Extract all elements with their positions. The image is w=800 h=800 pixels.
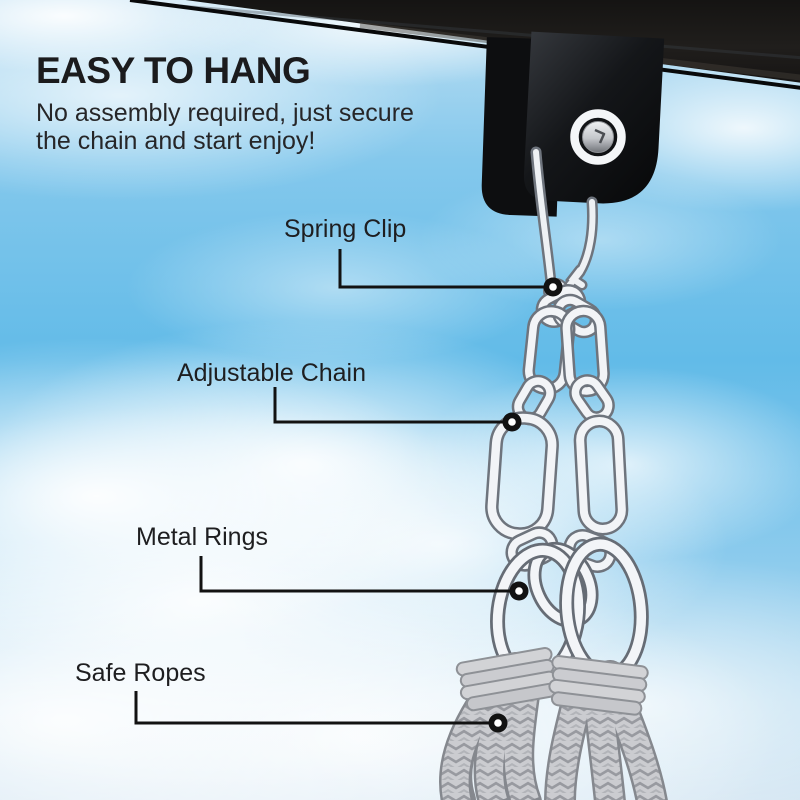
bracket-bolt (570, 109, 626, 165)
page-subtitle: No assembly required, just secure the ch… (36, 99, 414, 155)
rope-knot-left (455, 647, 557, 712)
callout-line-safe-ropes (134, 691, 498, 725)
rope-knot-right (548, 655, 649, 716)
callout-line-adjustable-chain (273, 387, 512, 424)
mounting-bracket (481, 31, 665, 217)
callout-label-metal-rings: Metal Rings (136, 523, 268, 551)
callout-label-spring-clip: Spring Clip (284, 215, 407, 243)
callout-line-spring-clip (338, 249, 553, 289)
safe-ropes (439, 647, 668, 800)
callout-annotations (134, 249, 563, 733)
callout-dot-spring-clip (543, 277, 563, 297)
chain-left (485, 304, 576, 572)
page-subtitle-line1: No assembly required, just secure (36, 99, 414, 127)
callout-dot-metal-rings (509, 581, 529, 601)
callout-dot-safe-ropes (488, 713, 508, 733)
chain-right (560, 304, 629, 573)
callout-label-safe-ropes: Safe Ropes (75, 659, 206, 687)
callout-line-metal-rings (199, 556, 519, 593)
callout-dot-adjustable-chain (502, 412, 522, 432)
page-subtitle-line2: the chain and start enjoy! (36, 127, 316, 155)
page-title: EASY TO HANG (36, 50, 311, 91)
callout-label-adjustable-chain: Adjustable Chain (177, 359, 367, 387)
